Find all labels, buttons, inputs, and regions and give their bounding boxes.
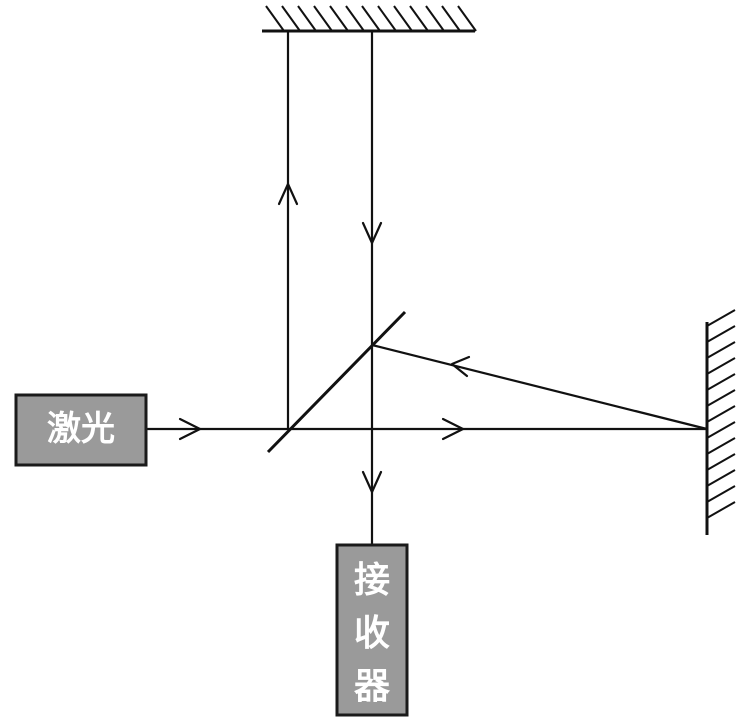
- arrow-left-reflected-beam: [450, 355, 471, 378]
- arrow-down-from-top-mirror: [361, 221, 383, 245]
- right-mirror-hatch-line: [706, 405, 736, 423]
- beam-right-mirror-to-splitter: [371, 343, 708, 431]
- top-mirror-hatch-line: [313, 5, 333, 32]
- receiver-box: [335, 543, 409, 717]
- right-mirror-hatch-line: [706, 389, 736, 407]
- arrow-up-to-top-mirror: [277, 182, 299, 206]
- top-mirror-hatching: [265, 5, 477, 32]
- laser-label: 激光: [47, 409, 115, 449]
- right-mirror-hatch-line: [706, 341, 736, 359]
- receiver: 接 收 器: [335, 543, 409, 717]
- top-mirror: [262, 5, 477, 33]
- right-mirror-hatch-line: [706, 485, 736, 503]
- top-mirror-hatch-line: [345, 5, 365, 32]
- top-mirror-hatch-line: [377, 5, 397, 32]
- beam-paths: [146, 31, 708, 545]
- right-mirror-hatch-line: [706, 309, 736, 327]
- right-mirror: [705, 309, 736, 535]
- right-mirror-hatch-line: [706, 357, 736, 375]
- top-mirror-hatch-line: [281, 5, 301, 32]
- right-mirror-hatch-line: [706, 469, 736, 487]
- top-mirror-hatch-line: [361, 5, 381, 32]
- receiver-label-char-2: 收: [354, 613, 390, 654]
- arrow-down-to-receiver: [361, 470, 383, 494]
- laser-box: [14, 393, 148, 467]
- right-mirror-hatch-line: [706, 437, 736, 455]
- receiver-label-char-1: 接: [354, 560, 390, 601]
- arrow-right-toward-mirror: [441, 417, 465, 441]
- top-mirror-hatch-line: [297, 5, 317, 32]
- right-mirror-hatching: [706, 309, 736, 519]
- laser-source: 激光: [14, 393, 148, 467]
- receiver-label-char-3: 器: [354, 666, 391, 707]
- right-mirror-hatch-line: [706, 373, 736, 391]
- top-mirror-hatch-line: [457, 5, 477, 32]
- right-mirror-hatch-line: [706, 325, 736, 343]
- top-mirror-hatch-line: [393, 5, 413, 32]
- top-mirror-hatch-line: [329, 5, 349, 32]
- arrow-right-laser-out: [178, 417, 202, 441]
- right-mirror-hatch-line: [706, 501, 736, 519]
- top-mirror-hatch-line: [265, 5, 285, 32]
- beam-arrows: [178, 182, 471, 494]
- right-mirror-hatch-line: [706, 453, 736, 471]
- top-mirror-hatch-line: [409, 5, 429, 32]
- top-mirror-hatch-line: [425, 5, 445, 32]
- top-mirror-hatch-line: [441, 5, 461, 32]
- right-mirror-hatch-line: [706, 421, 736, 439]
